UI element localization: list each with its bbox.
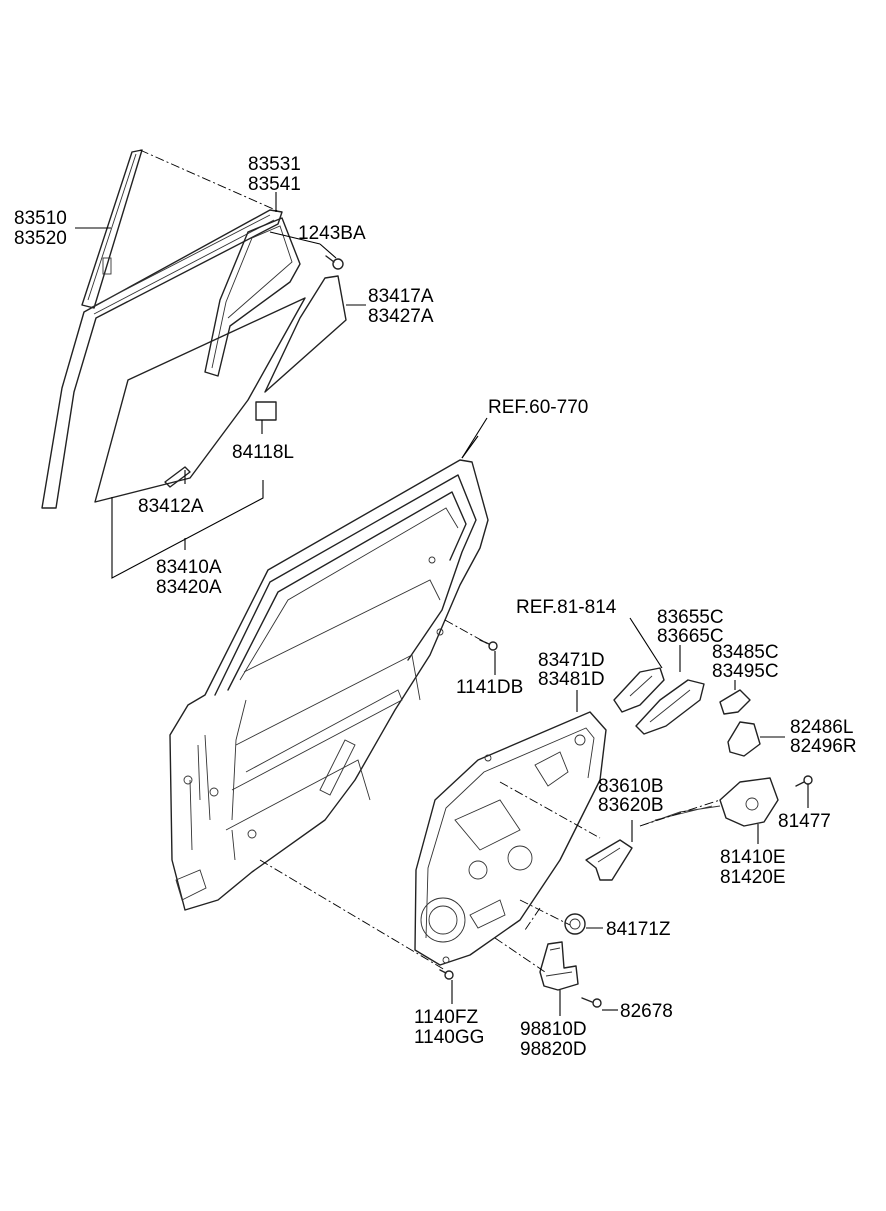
handle-cap-83485C xyxy=(719,689,751,715)
label-83510: 83510 xyxy=(14,208,67,229)
screw-81477 xyxy=(795,775,813,787)
label-83610B: 83610B xyxy=(598,776,664,797)
label-83495C: 83495C xyxy=(712,661,779,682)
screw-82678 xyxy=(581,997,602,1008)
label-81410E: 81410E xyxy=(720,847,786,868)
label-83412A: 83412A xyxy=(138,496,204,517)
weatherstrip-83531 xyxy=(41,209,283,509)
bolt-1140FZ xyxy=(439,969,454,980)
window-motor-98810D xyxy=(539,941,579,991)
label-1140FZ: 1140FZ xyxy=(414,1007,478,1028)
label-83665C: 83665C xyxy=(657,626,724,647)
label-83471D: 83471D xyxy=(538,650,605,671)
label-84118L: 84118L xyxy=(232,442,294,463)
label-1140GG: 1140GG xyxy=(414,1027,484,1048)
label-83531: 83531 xyxy=(248,154,301,175)
label-83520: 83520 xyxy=(14,228,67,249)
label-82496R: 82496R xyxy=(790,736,857,757)
latch-cover-82486L xyxy=(727,721,761,757)
division-channel-83541 xyxy=(204,217,301,377)
rear-channel-run-83510 xyxy=(81,149,143,309)
label-ref-81-814: REF.81-814 xyxy=(516,597,617,618)
door-module-panel-83471D xyxy=(414,711,607,966)
bolt-1243BA xyxy=(325,255,344,270)
label-98820D: 98820D xyxy=(520,1039,587,1060)
label-83427A: 83427A xyxy=(368,306,434,327)
inside-handle-83610B xyxy=(585,839,633,881)
label-84171Z: 84171Z xyxy=(606,919,671,940)
label-1141DB: 1141DB xyxy=(456,677,523,698)
label-82678: 82678 xyxy=(620,1001,673,1022)
label-83410A: 83410A xyxy=(156,557,222,578)
leader-lines xyxy=(75,192,809,1016)
label-82486L: 82486L xyxy=(790,717,853,738)
door-glass-83410A xyxy=(94,297,306,503)
quarter-glass-83417A xyxy=(264,275,347,393)
label-83420A: 83420A xyxy=(156,577,222,598)
label-83485C: 83485C xyxy=(712,642,779,663)
label-83620B: 83620B xyxy=(598,795,664,816)
part-labels: 83531 83541 83510 83520 1243BA 83417A 83… xyxy=(14,154,857,1060)
label-81420E: 81420E xyxy=(720,867,786,888)
glass-clip-83412A xyxy=(164,466,191,488)
label-83541: 83541 xyxy=(248,174,301,195)
bolt-1141DB xyxy=(479,639,498,651)
outside-handle-83655C xyxy=(613,667,665,713)
handle-base-83485C xyxy=(635,679,705,735)
label-1243BA: 1243BA xyxy=(298,223,366,244)
dash-lines xyxy=(139,149,721,973)
label-98810D: 98810D xyxy=(520,1019,587,1040)
grommet-84171Z xyxy=(564,913,586,935)
label-83417A: 83417A xyxy=(368,286,434,307)
label-83655C: 83655C xyxy=(657,607,724,628)
label-83481D: 83481D xyxy=(538,669,605,690)
label-81477: 81477 xyxy=(778,811,831,832)
door-frame-ref-60-770 xyxy=(169,459,489,911)
label-plate-84118L xyxy=(255,401,277,421)
label-ref-60-770: REF.60-770 xyxy=(488,397,588,418)
